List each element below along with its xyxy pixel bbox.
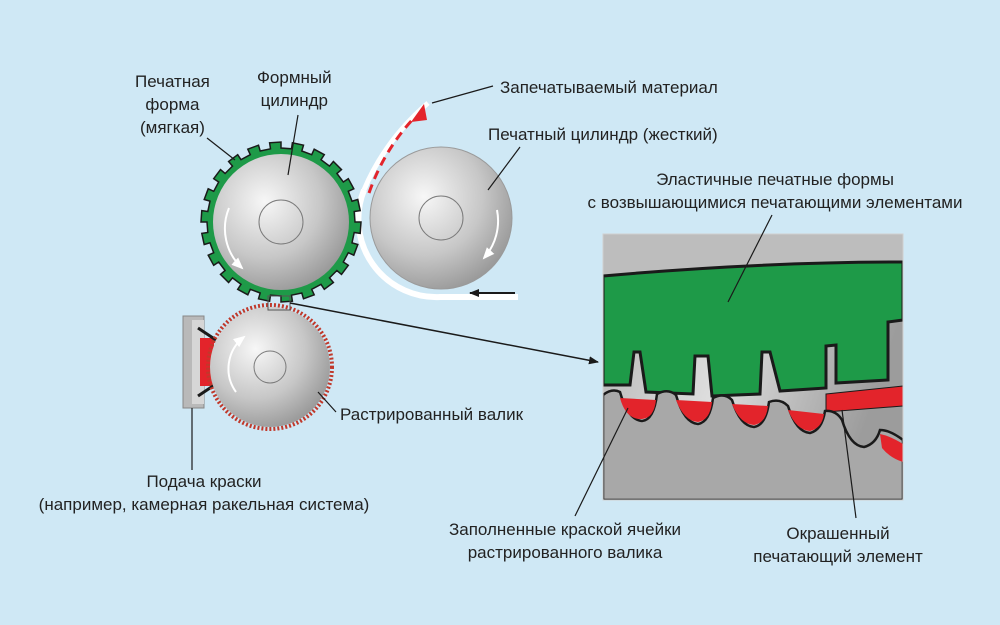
label-substrate: Запечатываемый материал: [500, 76, 718, 99]
filled-cell: [732, 404, 768, 425]
leader-anilox: [317, 391, 337, 413]
leader-elastic-plates: [727, 214, 773, 303]
label-plate-soft: Печатная форма (мягкая): [135, 70, 210, 139]
filled-cell: [880, 434, 903, 462]
leader-filled-cells: [574, 407, 629, 517]
label-filled-cells-line1: Заполненные краской ячейки: [448, 520, 682, 539]
label-impression-cylinder-text: Печатный цилиндр (жесткий): [488, 125, 718, 144]
label-substrate-text: Запечатываемый материал: [500, 78, 718, 97]
elastic-plate: [603, 260, 903, 398]
leader-impression: [487, 146, 521, 191]
filled-cell: [676, 400, 712, 422]
label-filled-cells: Заполненные краской ячейки растрированно…: [430, 518, 700, 564]
label-impression-cylinder: Печатный цилиндр (жесткий): [488, 123, 718, 146]
label-inked-element-line1: Окрашенный: [786, 524, 890, 543]
label-plate-soft-line3: (мягкая): [140, 118, 205, 137]
zoom-detail: [602, 233, 904, 501]
label-inked-element: Окрашенный печатающий элемент: [733, 522, 943, 568]
label-plate-soft-line1: Печатная: [135, 72, 210, 91]
substrate-direction-arrow: [411, 104, 427, 122]
inked-printing-element: [825, 385, 903, 413]
label-elastic-plates-line2: с возвышающимися печатающими элементами: [587, 193, 963, 212]
ink-chamber: [182, 315, 217, 409]
leader-plate-soft: [206, 137, 236, 161]
label-anilox: Растрированный валик: [340, 403, 523, 426]
label-plate-cylinder-line2: цилиндр: [260, 91, 329, 110]
label-elastic-plates: Эластичные печатные формы с возвышающими…: [565, 168, 985, 214]
label-elastic-plates-line1: Эластичные печатные формы: [656, 170, 894, 189]
leader-plate-cylinder: [287, 114, 299, 176]
label-ink-supply-line1: Подача краски: [146, 472, 262, 491]
zoom-callout-line: [289, 302, 599, 365]
label-plate-soft-line2: форма: [145, 95, 200, 114]
label-ink-supply-line2: (например, камерная ракельная система): [38, 495, 370, 514]
anilox-roller: [206, 303, 334, 431]
label-plate-cylinder-line1: Формный: [257, 68, 332, 87]
label-filled-cells-line2: растрированного валика: [467, 543, 663, 562]
leader-inked-element: [841, 409, 857, 519]
impression-cylinder: [369, 146, 513, 290]
label-anilox-text: Растрированный валик: [340, 405, 524, 424]
plate-cylinder: [200, 141, 362, 303]
substrate-printed-mark: [367, 116, 416, 194]
filled-cell: [788, 410, 824, 431]
label-inked-element-line2: печатающий элемент: [753, 547, 923, 566]
label-ink-supply: Подача краски (например, камерная ракель…: [14, 470, 394, 516]
label-plate-cylinder: Формный цилиндр: [257, 66, 332, 112]
substrate-web: [355, 188, 518, 301]
filled-cell: [620, 398, 656, 420]
leader-substrate: [431, 85, 494, 104]
